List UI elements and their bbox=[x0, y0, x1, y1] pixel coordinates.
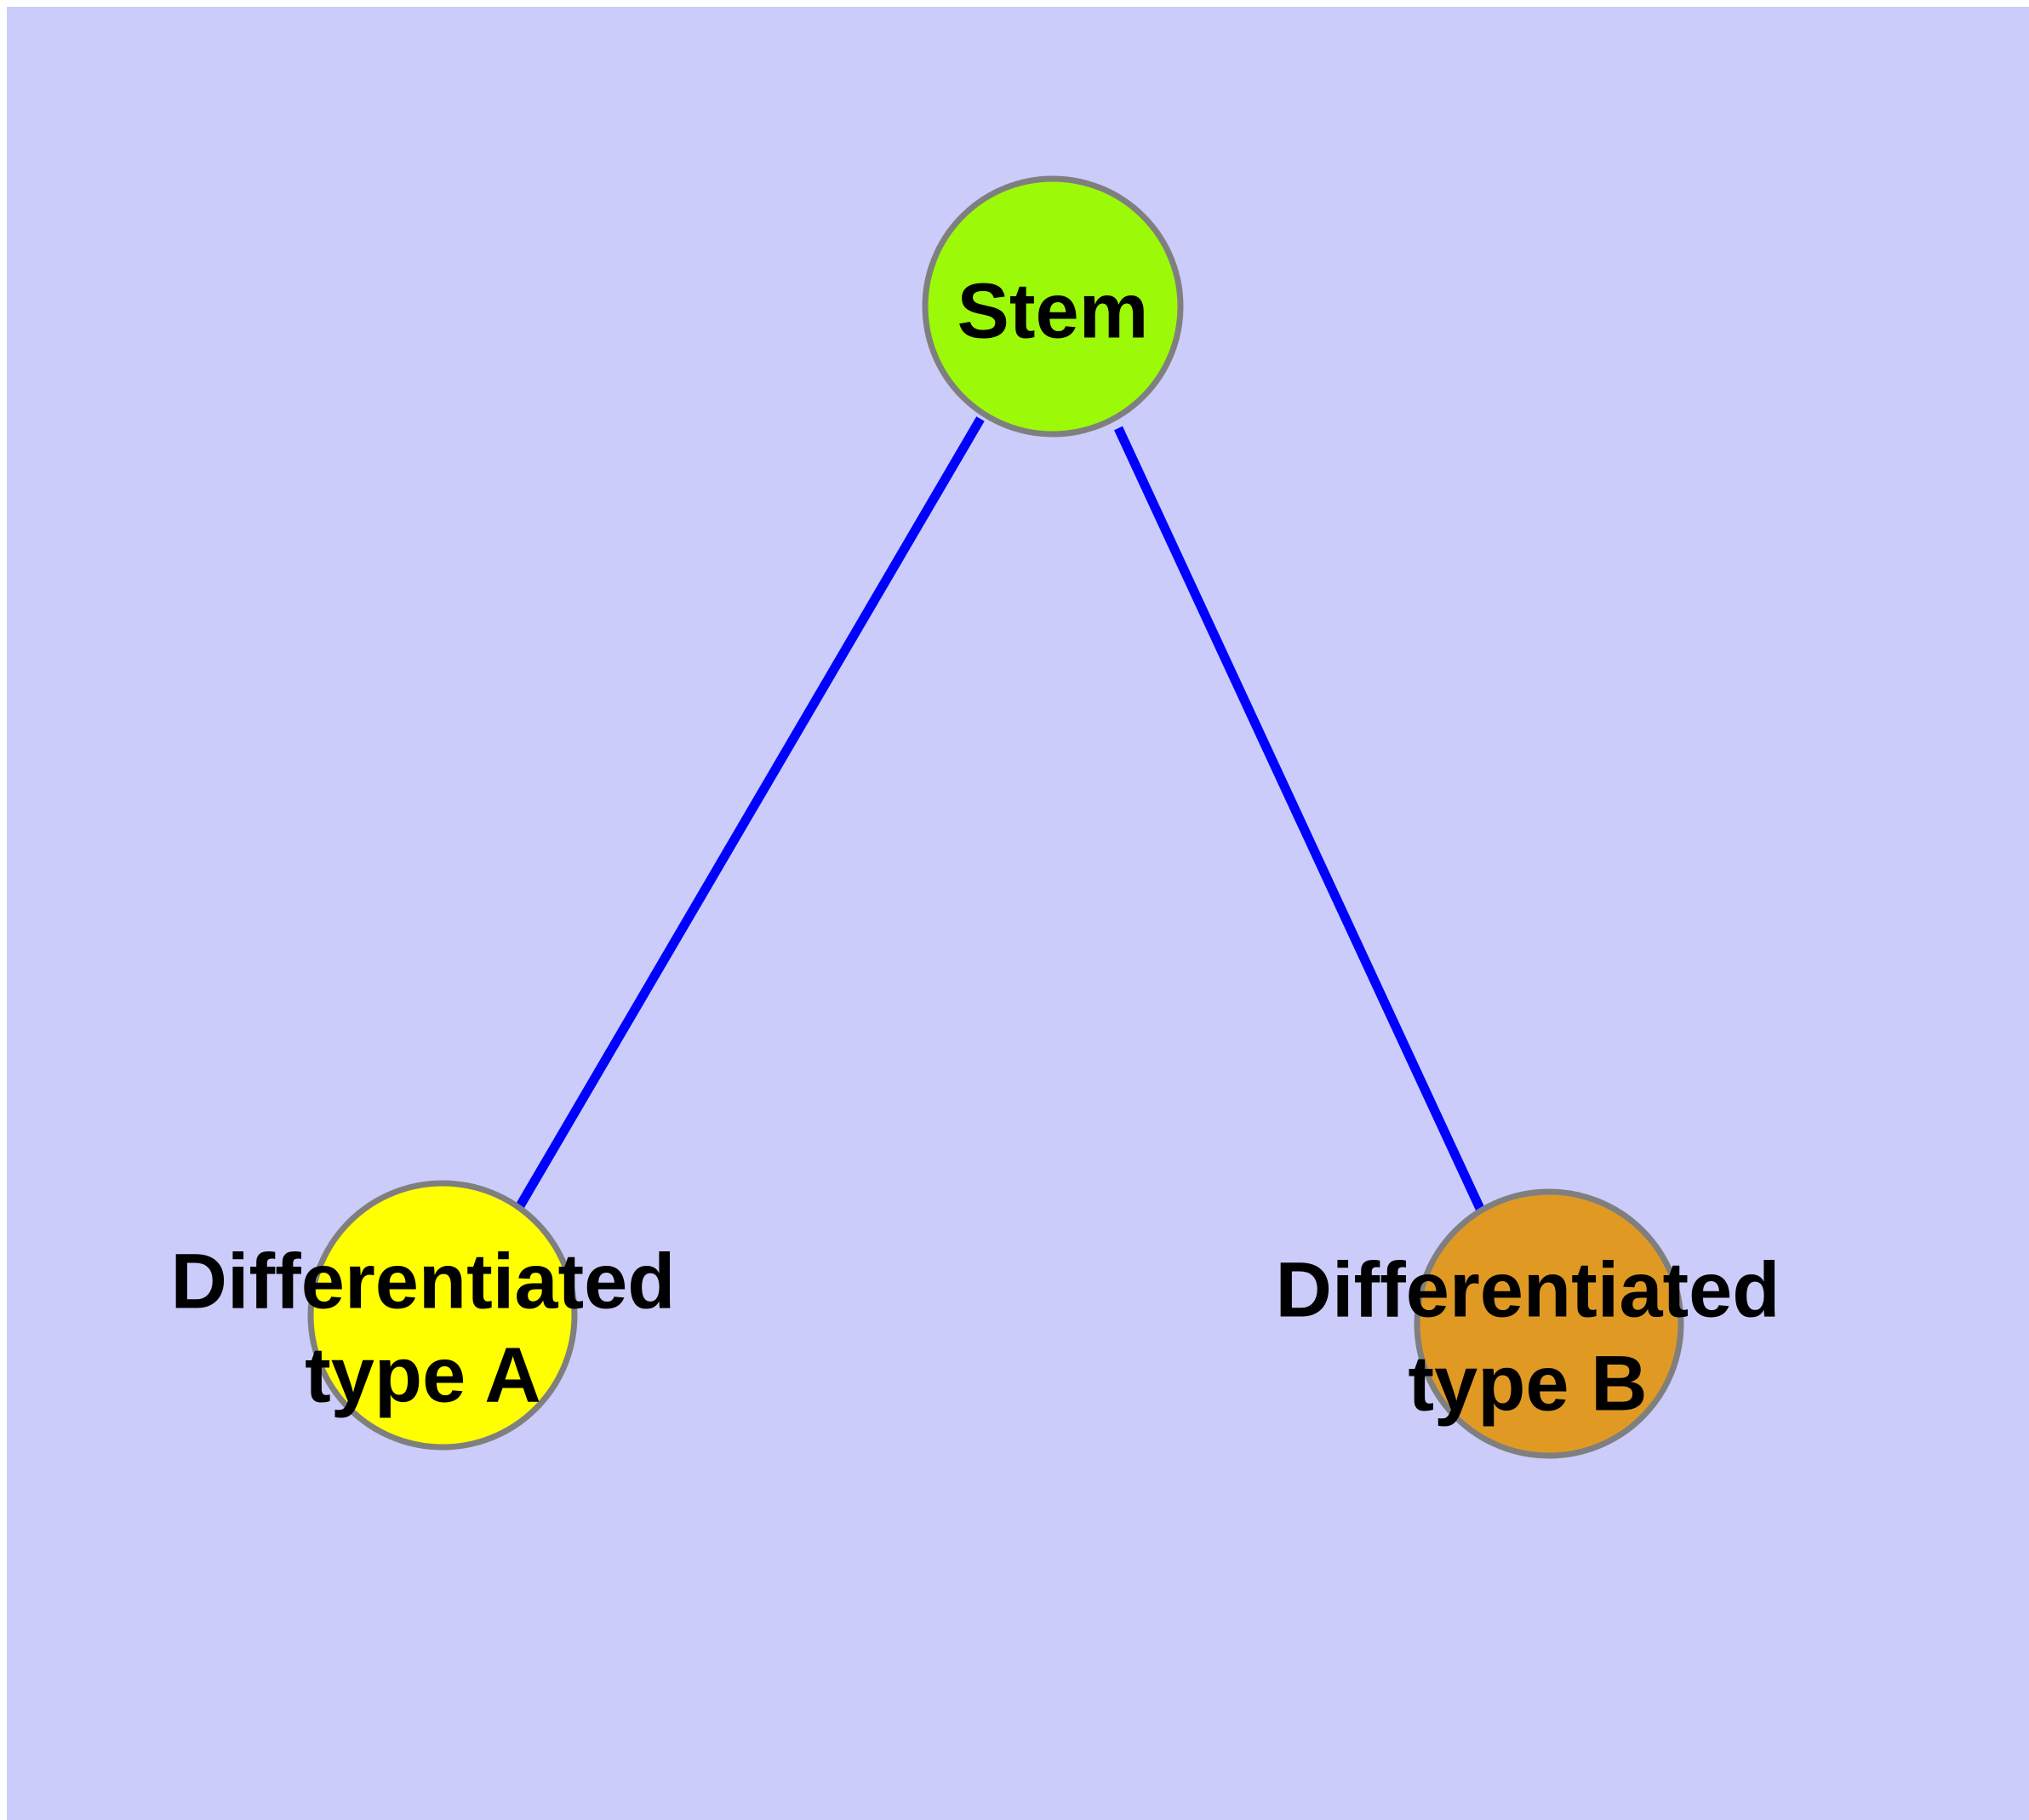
node-label-stem: Stem bbox=[957, 267, 1149, 354]
node-stem-circle[interactable] bbox=[922, 175, 1184, 438]
node-stem[interactable] bbox=[922, 175, 1184, 438]
edge-stem-to-differentiated-type-a[interactable] bbox=[508, 416, 985, 1222]
node-differentiated-type-a[interactable] bbox=[307, 1180, 578, 1451]
node-label-differentiated-type-a-line-1: Differentiated bbox=[171, 1238, 676, 1325]
node-label-differentiated-type-a: Differentiated type A bbox=[171, 1238, 676, 1418]
node-layer bbox=[307, 175, 1684, 1459]
node-differentiated-type-a-circle[interactable] bbox=[307, 1180, 578, 1451]
node-label-differentiated-type-a-line-2: type A bbox=[305, 1331, 541, 1418]
node-label-differentiated-type-b: Differentiated type B bbox=[1276, 1246, 1780, 1427]
label-layer: Stem Differentiated type A Differentiate… bbox=[171, 267, 1780, 1427]
edge-stem-to-differentiated-type-b[interactable] bbox=[1114, 426, 1491, 1226]
node-differentiated-type-b-circle[interactable] bbox=[1414, 1188, 1684, 1459]
edge-layer bbox=[508, 416, 1491, 1226]
node-label-differentiated-type-b-line-2: type B bbox=[1408, 1340, 1647, 1427]
node-label-differentiated-type-b-line-1: Differentiated bbox=[1276, 1246, 1780, 1333]
node-differentiated-type-b[interactable] bbox=[1414, 1188, 1684, 1459]
